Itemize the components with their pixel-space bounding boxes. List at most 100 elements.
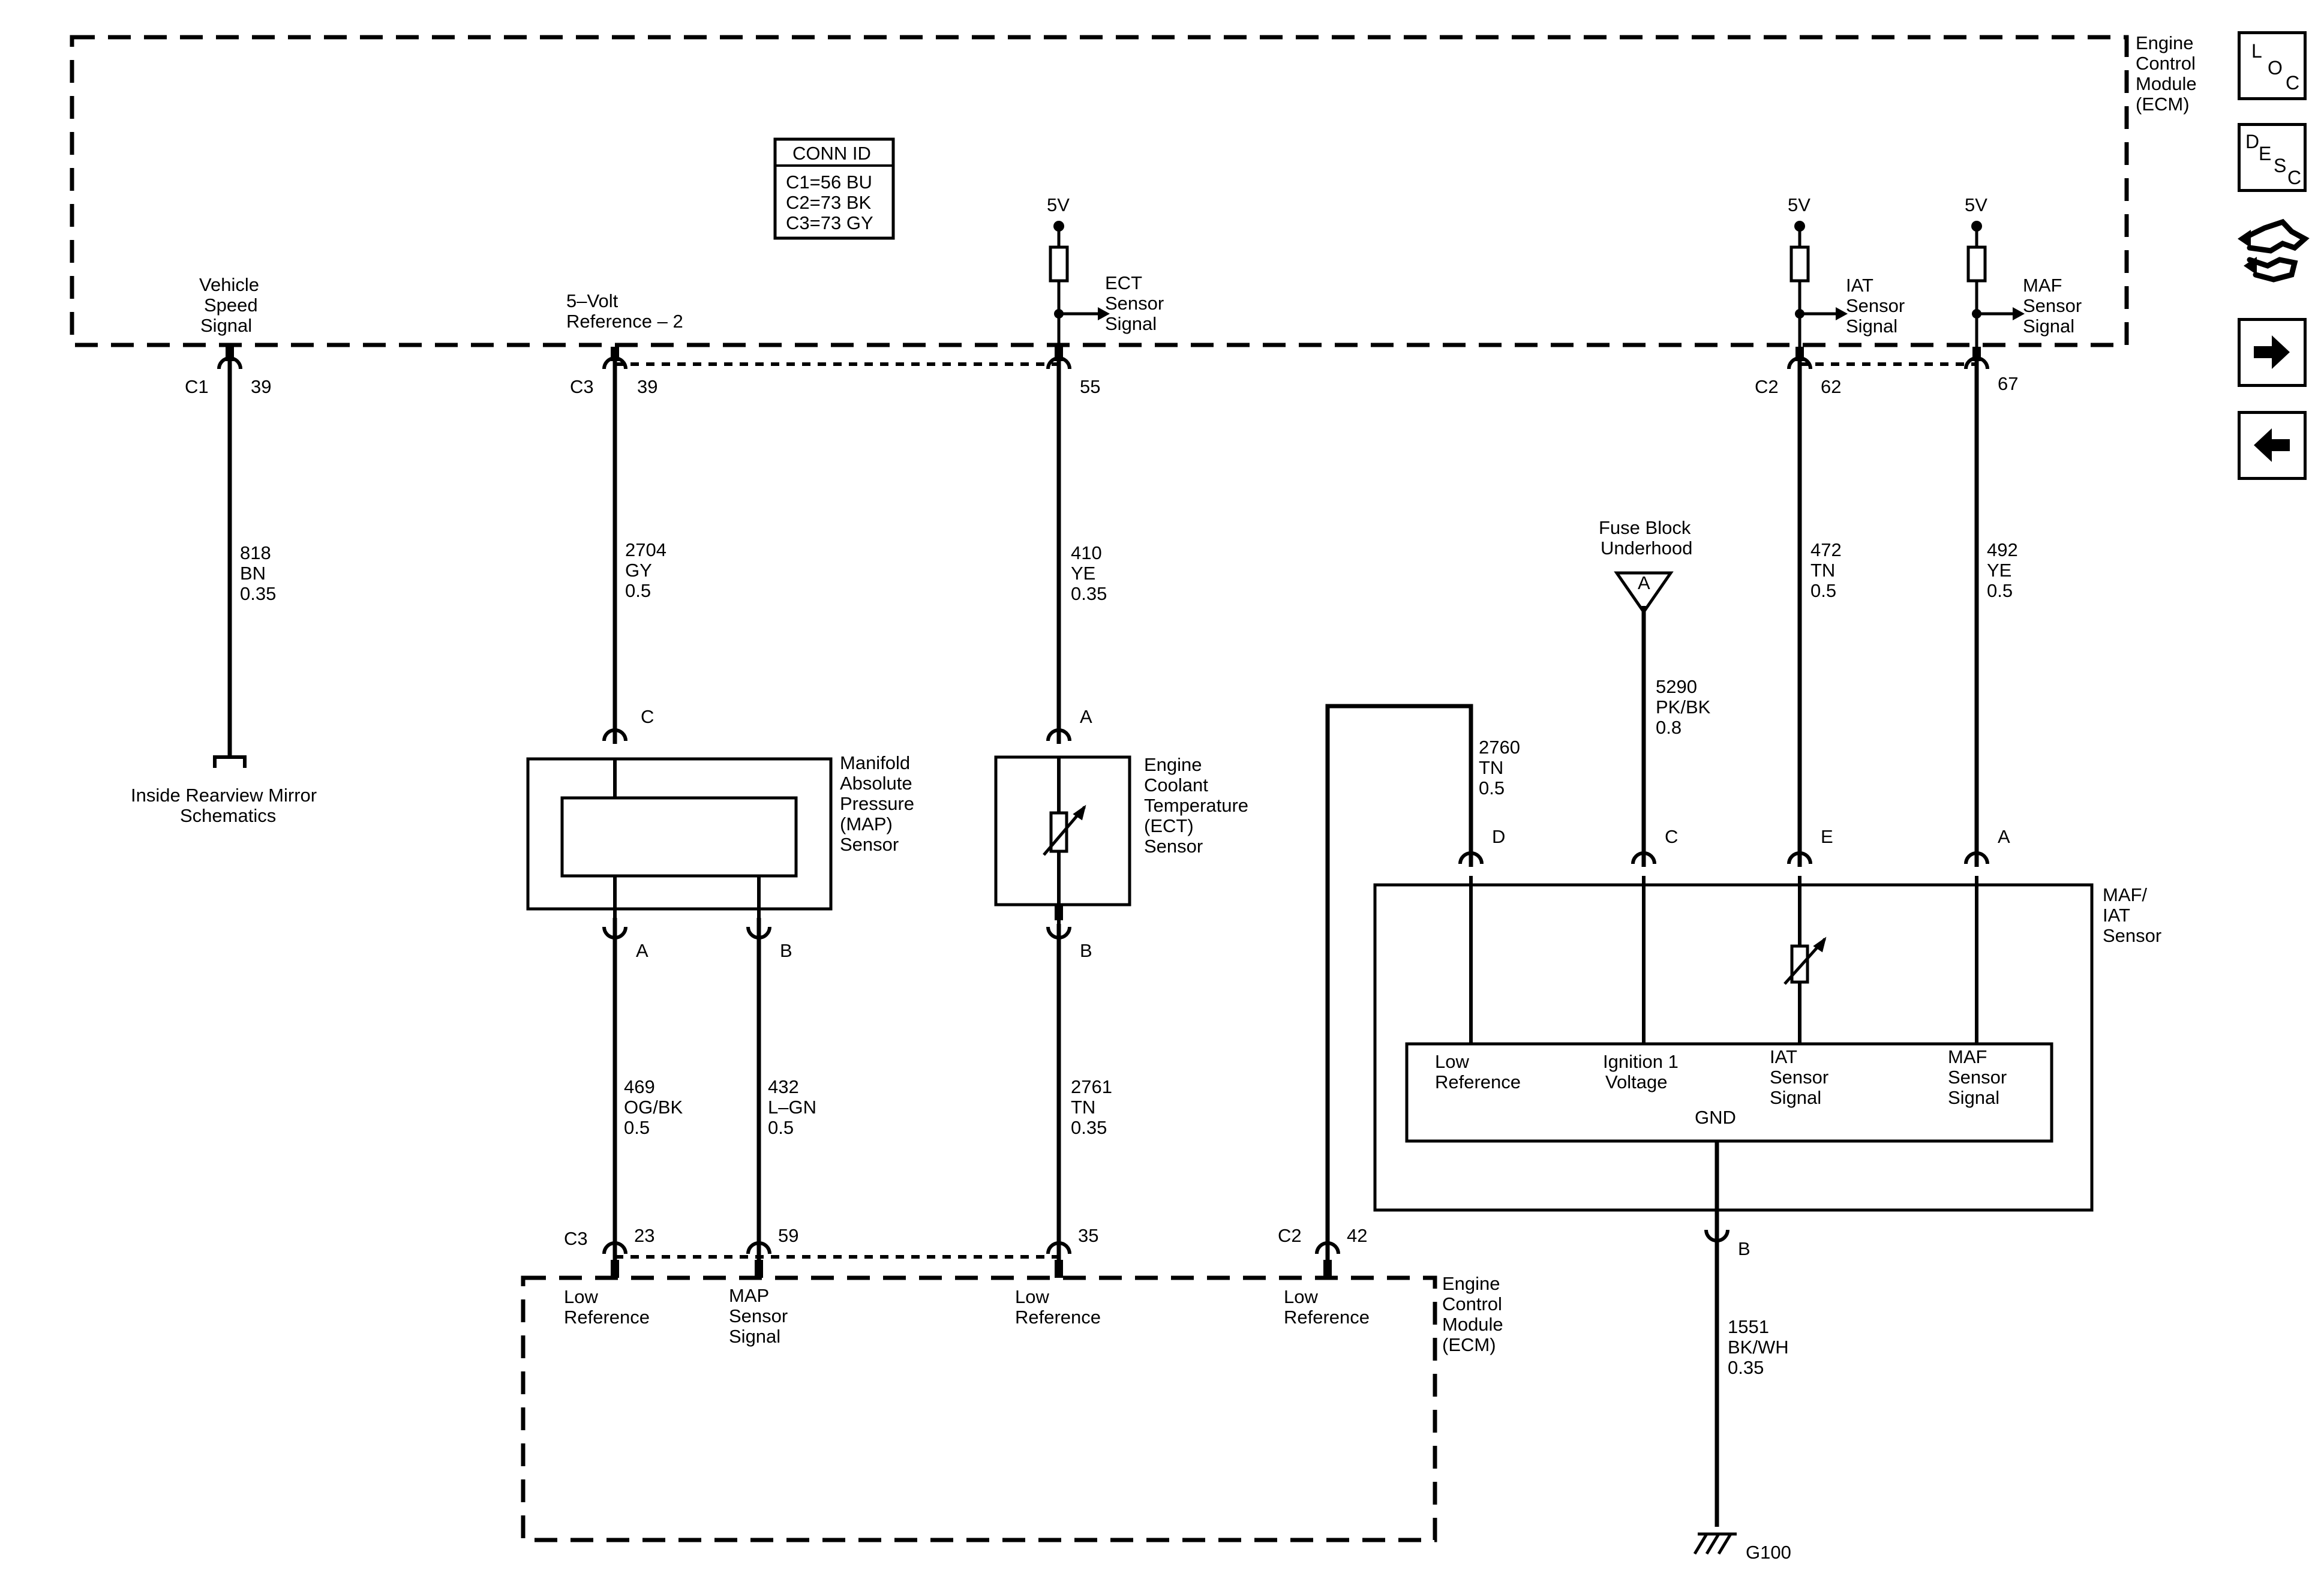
svg-text:Schematics: Schematics	[180, 805, 276, 826]
bottom-pin-42: 42	[1347, 1225, 1367, 1246]
bottom-pin-59: 59	[778, 1225, 798, 1246]
ref5v-wire-label: 2704 GY 0.5	[625, 539, 666, 601]
bottom-c2: C2	[1278, 1225, 1302, 1246]
bottom-pin-23: 23	[634, 1225, 654, 1246]
maf-pin-c: C	[1665, 826, 1678, 847]
next-button[interactable]	[2238, 318, 2307, 387]
svg-text:Sensor: Sensor	[1144, 836, 1203, 857]
svg-text:Sensor: Sensor	[2103, 925, 2161, 946]
iat-5v-supply	[1789, 226, 1836, 354]
svg-text:Sensor: Sensor	[1948, 1067, 2007, 1088]
svg-text:Vehicle: Vehicle	[199, 274, 259, 295]
desc-letter-d: D	[2245, 131, 2260, 152]
ecm-bottom-box	[521, 1275, 1437, 1542]
conn-id-box	[773, 137, 895, 240]
svg-text:Control: Control	[2136, 53, 2196, 74]
fuse-label: Fuse Block Underhood	[1599, 517, 1692, 559]
maf-inner-gnd: GND	[1695, 1107, 1736, 1128]
maf-pin-b: B	[1738, 1238, 1750, 1259]
svg-text:Signal: Signal	[1105, 313, 1157, 334]
maf-5v-label: 5V	[1965, 194, 1987, 215]
svg-text:0.35: 0.35	[1071, 1117, 1107, 1138]
desc-letter-s: S	[2274, 155, 2287, 176]
ecm-top-label: Engine Control Module (ECM)	[2136, 32, 2197, 115]
maf-d-wire-label: 2760 TN 0.5	[1479, 737, 1520, 798]
svg-text:Signal: Signal	[1770, 1087, 1821, 1108]
svg-text:Sensor: Sensor	[840, 834, 899, 855]
previous-button[interactable]	[2238, 411, 2307, 480]
iat-signal-label: IAT Sensor Signal	[1846, 275, 1905, 337]
svg-text:TN: TN	[1071, 1097, 1095, 1118]
svg-text:0.5: 0.5	[1479, 778, 1505, 798]
ect-pin: 55	[1080, 376, 1100, 397]
svg-text:OG/BK: OG/BK	[624, 1097, 683, 1118]
svg-text:PK/BK: PK/BK	[1656, 697, 1711, 718]
svg-text:Engine: Engine	[1442, 1273, 1500, 1294]
svg-text:Absolute: Absolute	[840, 773, 912, 794]
ref5v-label: 5–Volt Reference – 2	[566, 290, 683, 332]
next-arrow-icon	[2254, 335, 2290, 369]
svg-text:MAP: MAP	[729, 1285, 769, 1306]
loc-letter-c: C	[2286, 72, 2300, 94]
ect-wire-b-label: 2761 TN 0.35	[1071, 1076, 1112, 1138]
ect-5v-label: 5V	[1047, 194, 1070, 215]
map-pin-c: C	[641, 706, 654, 727]
svg-text:Signal: Signal	[2023, 316, 2074, 337]
svg-text:Signal: Signal	[1846, 316, 1897, 337]
ref5v-pin: 39	[637, 376, 657, 397]
previous-arrow-icon	[2254, 428, 2290, 462]
svg-text:Reference: Reference	[564, 1307, 650, 1328]
svg-text:0.5: 0.5	[1810, 580, 1836, 601]
svg-text:Sensor: Sensor	[1770, 1067, 1828, 1088]
vss-pin: 39	[251, 376, 271, 397]
bottom-map-signal: MAP Sensor Signal	[729, 1285, 788, 1347]
svg-text:IAT: IAT	[1846, 275, 1873, 296]
svg-text:0.35: 0.35	[1728, 1357, 1764, 1378]
loc-button[interactable]: L O C	[2238, 31, 2307, 100]
map-wire-a-label: 469 OG/BK 0.5	[624, 1076, 683, 1138]
ground-label: G100	[1746, 1542, 1791, 1563]
svg-text:MAF: MAF	[2023, 275, 2062, 296]
svg-text:Temperature: Temperature	[1144, 795, 1248, 816]
ground-symbol	[1693, 1532, 1737, 1555]
vss-wire-label: 818 BN 0.35	[240, 542, 276, 604]
mirror-label: Inside Rearview Mirror Schematics	[131, 785, 317, 826]
maf-signal-label: MAF Sensor Signal	[2023, 275, 2082, 337]
svg-text:Manifold: Manifold	[840, 752, 910, 773]
svg-text:Low: Low	[1435, 1051, 1469, 1072]
desc-button[interactable]: D E S C	[2238, 123, 2307, 192]
ecm-bottom-label: Engine Control Module (ECM)	[1442, 1273, 1503, 1355]
maf-inner-ign: Ignition 1 Voltage	[1603, 1051, 1679, 1092]
svg-text:Sensor: Sensor	[2023, 295, 2082, 316]
svg-text:Coolant: Coolant	[1144, 775, 1208, 795]
connector-link-icon[interactable]	[2238, 215, 2310, 287]
svg-text:Signal: Signal	[1948, 1087, 1999, 1108]
svg-text:Engine: Engine	[2136, 32, 2194, 53]
svg-text:0.8: 0.8	[1656, 717, 1682, 738]
svg-text:TN: TN	[1810, 560, 1835, 581]
vss-label: Vehicle Speed Signal	[199, 274, 259, 336]
svg-text:Sensor: Sensor	[1105, 293, 1164, 314]
fuse-triangle	[1614, 571, 1674, 615]
svg-text:0.5: 0.5	[768, 1117, 794, 1138]
svg-text:Inside Rearview Mirror: Inside Rearview Mirror	[131, 785, 317, 806]
svg-text:Reference: Reference	[1284, 1307, 1370, 1328]
bottom-low-ref-2: Low Reference	[1015, 1286, 1101, 1328]
svg-text:Signal: Signal	[200, 315, 252, 336]
maf-pin-e: E	[1821, 826, 1833, 847]
svg-text:C2=73 BK: C2=73 BK	[786, 192, 872, 213]
svg-text:Reference: Reference	[1435, 1071, 1521, 1092]
svg-text:BN: BN	[240, 563, 266, 584]
svg-text:Ignition 1: Ignition 1	[1603, 1051, 1679, 1072]
svg-text:Module: Module	[2136, 73, 2197, 94]
svg-text:IAT: IAT	[1770, 1046, 1797, 1067]
ecm-top-box	[70, 35, 2129, 347]
map-pin-b: B	[780, 940, 792, 961]
map-wire-b-label: 432 L–GN 0.5	[768, 1076, 816, 1138]
svg-text:Voltage: Voltage	[1605, 1071, 1667, 1092]
iat-wire-label: 472 TN 0.5	[1810, 539, 1842, 601]
maf-pin-d: D	[1492, 826, 1505, 847]
svg-text:Reference – 2: Reference – 2	[566, 311, 683, 332]
svg-text:Underhood: Underhood	[1601, 538, 1692, 559]
